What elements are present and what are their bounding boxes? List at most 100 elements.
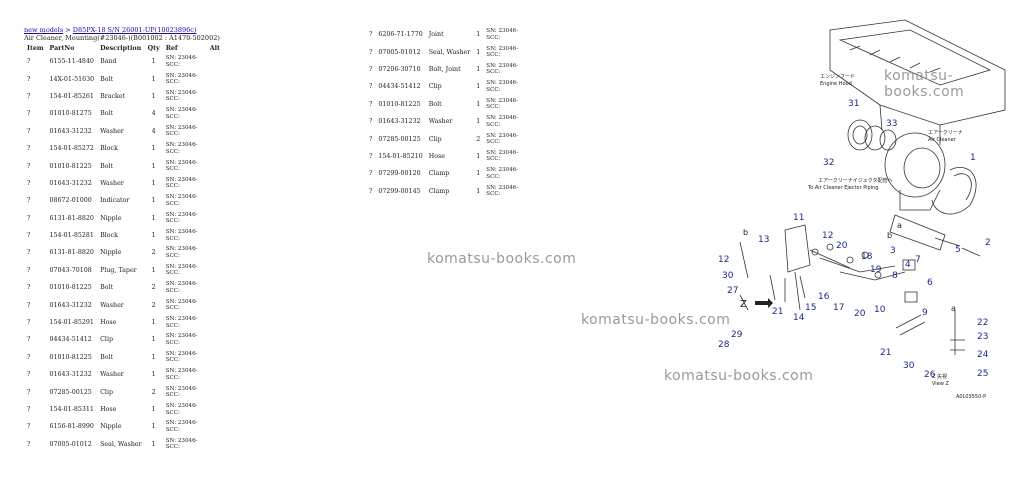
item-cell: ? [27, 301, 31, 309]
partno-cell: 01643-31232 [49, 371, 92, 379]
breadcrumb-link-model[interactable]: D85PX-18 S/N 26001-UP(10023896c) [72, 26, 197, 34]
description-cell: Bracket [100, 92, 126, 100]
item-cell: ? [27, 127, 31, 135]
ref-cell: SN: 23046-SCC: [486, 167, 519, 180]
alt-cell [207, 53, 223, 70]
description-cell: Seal, Washer [428, 48, 471, 56]
partno-cell: 154-01-85210 [378, 152, 423, 160]
partno-cell: 6131-81-8820 [49, 214, 94, 222]
ref-cell: SN: 23046-SCC: [486, 184, 519, 198]
item-cell: ? [369, 152, 373, 160]
callout: a [897, 221, 902, 230]
alt-cell [207, 296, 223, 313]
item-cell: ? [27, 406, 31, 413]
description-cell: Nipple [100, 423, 122, 431]
item-cell: ? [27, 92, 31, 100]
alt-cell [527, 148, 533, 165]
callout: 20 [836, 241, 848, 251]
qty-cell: 1 [151, 232, 156, 240]
partno-cell: 08672-01000 [49, 197, 92, 205]
callout: 31 [848, 99, 859, 109]
callout: 23 [977, 332, 988, 342]
qty-cell: 1 [476, 118, 481, 126]
qty-cell: 1 [151, 440, 156, 448]
description-cell: Clip [428, 83, 442, 91]
callout: 30 [722, 271, 734, 281]
item-cell: ? [27, 197, 31, 205]
ref-cell: SN: 23046-SCC: [165, 229, 198, 242]
alt-cell [527, 165, 533, 182]
description-cell: Hose [428, 152, 445, 160]
callout: 7 [915, 255, 921, 265]
ref-cell: SN: 23046-SCC: [486, 149, 519, 163]
description-cell: Bolt [100, 110, 114, 118]
breadcrumb-link-new-models[interactable]: new models [24, 26, 64, 34]
description-cell: Washer [100, 179, 124, 187]
ref-cell: SN: 23046-SCC: [486, 97, 519, 111]
item-cell: ? [27, 353, 31, 361]
qty-cell: 1 [476, 170, 481, 178]
partno-cell: 6155-11-4840 [49, 58, 94, 66]
description-cell: Hose [100, 406, 117, 413]
ref-cell: SN: 23046-SCC: [486, 115, 519, 128]
ref-cell: SN: 23046-SCC: [165, 437, 198, 451]
table-header-row: Item PartNo Description Qty Ref Alt [24, 43, 223, 53]
alt-cell [527, 61, 533, 78]
qty-cell: 1 [151, 145, 156, 153]
description-cell: Nipple [100, 214, 122, 222]
diagram-drawing [739, 19, 1006, 355]
ref-cell: SN: 23046-SCC: [165, 142, 198, 155]
callout: 24 [977, 350, 989, 360]
partno-cell: 01643-31232 [378, 118, 421, 126]
item-cell: ? [27, 336, 31, 344]
callout: 6 [927, 278, 933, 288]
partno-cell: 07005-01012 [378, 48, 421, 56]
partno-cell: 07206-30710 [378, 65, 421, 73]
item-cell: ? [27, 423, 31, 431]
callout: 10 [874, 305, 886, 315]
description-cell: Band [100, 58, 117, 66]
ref-cell: SN: 23046-SCC: [165, 176, 198, 190]
alt-cell [527, 26, 533, 43]
alt-cell [207, 418, 223, 435]
partno-cell: 07299-00120 [378, 170, 421, 178]
alt-cell [207, 331, 223, 348]
partno-cell: 6206-71-1770 [378, 31, 423, 39]
callout: 33 [886, 119, 897, 129]
breadcrumb-separator: > [63, 26, 73, 34]
description-cell: Clip [100, 336, 113, 344]
callout: b [743, 228, 748, 237]
alt-cell [527, 113, 533, 130]
qty-cell: 1 [151, 423, 156, 431]
description-cell: Clip [100, 388, 113, 396]
qty-cell: 1 [151, 162, 156, 170]
alt-cell [207, 262, 223, 279]
callout: 5 [955, 245, 961, 255]
item-cell: ? [369, 100, 373, 108]
item-cell: ? [27, 110, 31, 118]
ref-cell: SN: 23046-SCC: [486, 80, 519, 93]
alt-cell [207, 314, 223, 331]
partno-cell: 01010-81275 [49, 110, 92, 118]
qty-cell: 1 [476, 48, 481, 56]
description-cell: Plug, Taper [100, 266, 137, 274]
partno-cell: 07005-01012 [49, 440, 92, 448]
callout: 3 [890, 246, 896, 256]
callout: 12 [822, 231, 833, 241]
partno-cell: 04434-51412 [378, 83, 421, 91]
partno-cell: 01643-31232 [49, 301, 92, 309]
qty-cell: 2 [476, 135, 481, 143]
description-cell: Clip [428, 135, 442, 143]
